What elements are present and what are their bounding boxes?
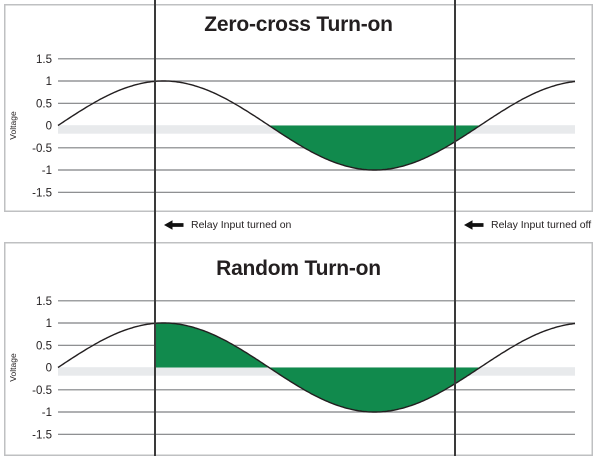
random-turn-on-chart-panel: Random Turn-on 1.5 1 0.5 0 -0.5 -1 -1.5 Voltage [4, 242, 593, 456]
chart-title-zero-cross: Zero-cross Turn-on [204, 13, 393, 36]
y-axis-title: Voltage [8, 353, 18, 382]
svg-text:-1.5: -1.5 [32, 429, 52, 441]
svg-text:1.5: 1.5 [36, 54, 52, 66]
random-chart-plot: 1.5 1 0.5 0 -0.5 -1 -1.5 Voltage [4, 242, 593, 456]
panel-frame [4, 242, 593, 456]
chart-title-random: Random Turn-on [216, 257, 381, 280]
svg-text:0.5: 0.5 [36, 340, 52, 352]
zero-cross-chart-panel: Zero-cross Turn-on 1.5 1 0.5 0 -0.5 -1 -1.5 Vol… [4, 4, 593, 212]
panel-frame [4, 4, 593, 212]
svg-text:-1.5: -1.5 [32, 187, 52, 199]
relay-turned-off-annotation: Relay Input turned off [464, 217, 591, 233]
svg-text:1: 1 [46, 76, 52, 88]
y-axis-tick-labels: 1.5 1 0.5 0 -0.5 -1 -1.5 [32, 54, 52, 200]
svg-text:-0.5: -0.5 [32, 143, 52, 155]
zero-cross-chart-plot: 1.5 1 0.5 0 -0.5 -1 -1.5 Voltage [4, 4, 593, 212]
relay-turn-on-marker-line [154, 0, 156, 456]
y-axis-title: Voltage [8, 111, 18, 140]
svg-text:-1: -1 [42, 407, 52, 419]
left-arrow-icon [464, 220, 484, 230]
svg-text:-1: -1 [42, 165, 52, 177]
relay-turned-off-label: Relay Input turned off [491, 219, 592, 231]
svg-text:1.5: 1.5 [36, 296, 52, 308]
svg-text:0: 0 [46, 121, 52, 133]
shaded-conduction-area [269, 125, 480, 170]
relay-turn-off-marker-line [454, 0, 456, 456]
sine-wave-curve [57, 322, 576, 413]
y-axis-tick-labels: 1.5 1 0.5 0 -0.5 -1 -1.5 [32, 296, 52, 442]
gridlines [58, 58, 575, 193]
svg-text:0: 0 [46, 363, 52, 375]
shaded-conduction-area [155, 323, 480, 412]
relay-turned-on-label: Relay Input turned on [191, 219, 292, 231]
left-arrow-icon [164, 220, 184, 230]
relay-turned-on-annotation: Relay Input turned on [164, 217, 291, 233]
svg-text:-0.5: -0.5 [32, 385, 52, 397]
svg-text:1: 1 [46, 318, 52, 330]
svg-text:0.5: 0.5 [36, 98, 52, 110]
sine-wave-curve [57, 80, 576, 171]
